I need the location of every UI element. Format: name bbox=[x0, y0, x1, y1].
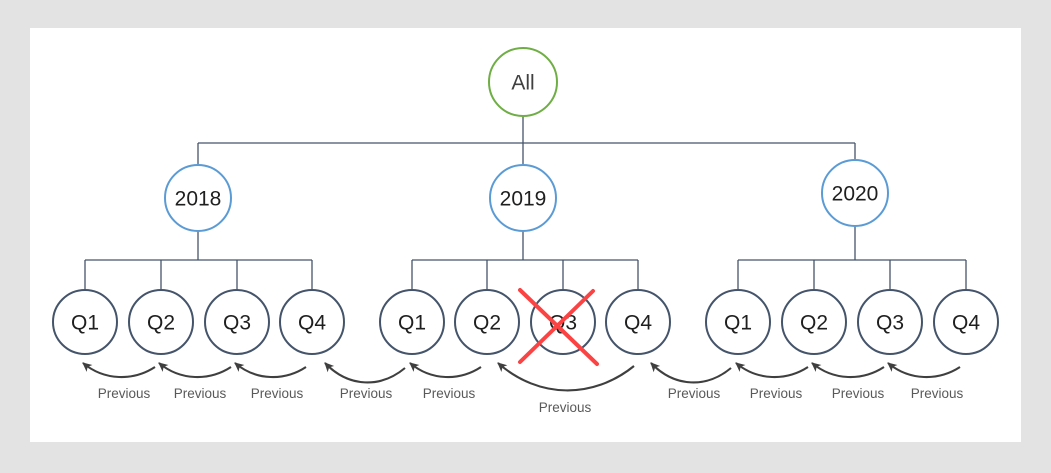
previous-label: Previous bbox=[539, 400, 592, 415]
previous-arrow-curve bbox=[811, 362, 885, 379]
node-all: All bbox=[488, 47, 558, 117]
node-2020-q3-circle bbox=[857, 289, 923, 355]
previous-label: Previous bbox=[668, 386, 721, 401]
previous-arrow-2018-q4-to-2018-q3: Previous bbox=[234, 362, 307, 401]
node-2018-q2: Q2 bbox=[128, 289, 194, 355]
previous-arrow-2020-q4-to-2020-q3: Previous bbox=[887, 362, 964, 401]
node-2018-q2-label: Q2 bbox=[147, 312, 175, 335]
cross-out-line-icon bbox=[518, 289, 595, 364]
node-2019-q2-label: Q2 bbox=[473, 312, 501, 335]
node-2020-q2-label: Q2 bbox=[800, 312, 828, 335]
previous-arrow-curve bbox=[324, 362, 406, 384]
previous-arrow-curve bbox=[887, 362, 961, 379]
node-2020-circle bbox=[821, 159, 889, 227]
previous-arrow-2019-q4-to-2019-q2: Previous bbox=[497, 362, 635, 415]
node-2019-q4: Q4 bbox=[605, 289, 671, 355]
previous-label: Previous bbox=[98, 386, 151, 401]
cross-out-2019-q3 bbox=[518, 288, 599, 366]
previous-arrow-curve bbox=[735, 362, 809, 379]
previous-label: Previous bbox=[750, 386, 803, 401]
previous-label: Previous bbox=[174, 386, 227, 401]
node-2018-circle bbox=[164, 164, 232, 232]
previous-arrow-2020-q1-to-2019-q4: Previous bbox=[650, 362, 732, 401]
node-2019: 2019 bbox=[489, 164, 557, 232]
previous-label: Previous bbox=[251, 386, 304, 401]
node-2020-q2-circle bbox=[781, 289, 847, 355]
previous-arrow-2020-q3-to-2020-q2: Previous bbox=[811, 362, 885, 401]
previous-arrow-curve bbox=[497, 362, 635, 392]
node-2018-q4-label: Q4 bbox=[298, 312, 326, 335]
node-2020-q3: Q3 bbox=[857, 289, 923, 355]
node-2020-q1-circle bbox=[705, 289, 771, 355]
previous-label: Previous bbox=[340, 386, 393, 401]
node-2018-q3: Q3 bbox=[204, 289, 270, 355]
node-2018: 2018 bbox=[164, 164, 232, 232]
node-2019-label: 2019 bbox=[500, 188, 547, 211]
node-2020-q1-label: Q1 bbox=[724, 312, 752, 335]
node-2020-q4: Q4 bbox=[933, 289, 999, 355]
node-2019-circle bbox=[489, 164, 557, 232]
node-2019-q1-label: Q1 bbox=[398, 312, 426, 335]
node-2018-q3-circle bbox=[204, 289, 270, 355]
node-2020: 2020 bbox=[821, 159, 889, 227]
node-2020-q3-label: Q3 bbox=[876, 312, 904, 335]
node-2020-q4-circle bbox=[933, 289, 999, 355]
previous-arrow-2020-q2-to-2020-q1: Previous bbox=[735, 362, 809, 401]
previous-arrow-2018-q2-to-2018-q1: Previous bbox=[82, 362, 156, 401]
previous-arrow-curve bbox=[158, 362, 232, 379]
node-2018-q4-circle bbox=[279, 289, 345, 355]
node-2020-label: 2020 bbox=[832, 183, 879, 206]
hierarchy-connectors bbox=[84, 116, 967, 290]
node-2019-q4-label: Q4 bbox=[624, 312, 652, 335]
node-2019-q2-circle bbox=[454, 289, 520, 355]
node-2020-q4-label: Q4 bbox=[952, 312, 980, 335]
node-2018-q1: Q1 bbox=[52, 289, 118, 355]
previous-arrow-curve bbox=[409, 362, 482, 379]
node-2019-q1: Q1 bbox=[379, 289, 445, 355]
previous-label: Previous bbox=[911, 386, 964, 401]
node-2018-label: 2018 bbox=[175, 188, 222, 211]
node-2019-q1-circle bbox=[379, 289, 445, 355]
node-2018-q2-circle bbox=[128, 289, 194, 355]
previous-arrow-2018-q3-to-2018-q2: Previous bbox=[158, 362, 232, 401]
node-all-circle bbox=[488, 47, 558, 117]
node-all-label: All bbox=[511, 72, 534, 95]
previous-arrow-curve bbox=[650, 362, 732, 384]
node-2020-q2: Q2 bbox=[781, 289, 847, 355]
node-2020-q1: Q1 bbox=[705, 289, 771, 355]
node-2019-q4-circle bbox=[605, 289, 671, 355]
previous-arrow-curve bbox=[82, 362, 156, 379]
previous-arrow-2019-q1-to-2018-q4: Previous bbox=[324, 362, 406, 401]
previous-label: Previous bbox=[423, 386, 476, 401]
node-2019-q2: Q2 bbox=[454, 289, 520, 355]
previous-arrow-2019-q2-to-2019-q1: Previous bbox=[409, 362, 482, 401]
node-2018-q4: Q4 bbox=[279, 289, 345, 355]
previous-arrow-curve bbox=[234, 362, 307, 379]
node-2018-q3-label: Q3 bbox=[223, 312, 251, 335]
node-2018-q1-circle bbox=[52, 289, 118, 355]
node-2018-q1-label: Q1 bbox=[71, 312, 99, 335]
previous-label: Previous bbox=[832, 386, 885, 401]
